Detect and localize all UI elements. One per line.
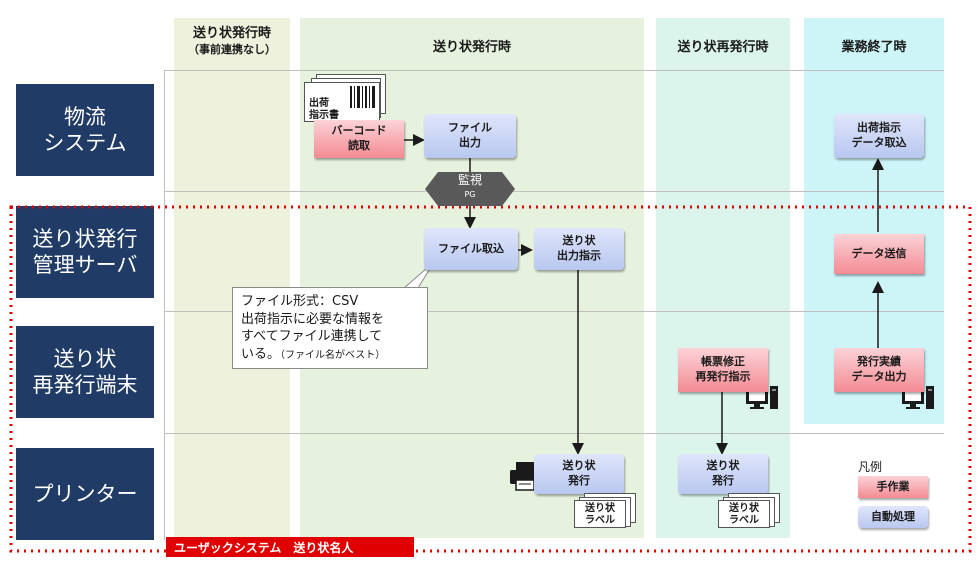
column-header-3-title: 送り状再発行時	[677, 40, 769, 55]
column-header-1-subtitle: （事前連携なし）	[188, 43, 276, 56]
callout-line-2: 出荷指示に必要な情報を	[241, 311, 385, 327]
column-header-4-title: 業務終了時	[841, 40, 907, 55]
callout-note-small: （ファイル名がベスト）	[280, 349, 386, 361]
computer-icon	[902, 386, 934, 409]
callout-line-1: ファイル形式：CSV	[241, 294, 359, 309]
legend-manual: 手作業	[858, 476, 928, 498]
lane-line-left	[164, 70, 165, 540]
monitor-hexagon	[425, 172, 515, 206]
legend-auto: 自動処理	[858, 506, 928, 528]
label-doc: 送り状 ラベル	[574, 500, 626, 528]
shipping-data-import-box: 出荷指示 データ取込	[834, 114, 924, 158]
print-instruction-box: 送り状 出力指示	[534, 228, 624, 270]
barcode-read-box: バーコード 読取	[314, 120, 404, 158]
data-send-box: データ送信	[834, 234, 924, 274]
lane-line-3	[164, 433, 944, 434]
computer-icon	[746, 386, 778, 409]
monitor-label: 監視 PG	[425, 172, 515, 202]
column-header-2-title: 送り状発行時	[432, 40, 511, 55]
column-header-2: 送り状発行時	[300, 36, 644, 55]
printer-icon	[510, 462, 540, 491]
lane-line-top	[164, 70, 944, 71]
column-header-1: 送り状発行時 （事前連携なし）	[174, 22, 290, 57]
lane-label-reissue-terminal: 送り状 再発行端末	[16, 326, 154, 418]
monitor-subtitle: PG	[464, 190, 476, 199]
lane-label-logistics: 物流 システム	[16, 84, 154, 176]
file-import-box: ファイル取込	[424, 228, 518, 270]
monitor-title: 監視	[457, 173, 482, 187]
callout-line-3: すべてファイル連携して	[241, 329, 383, 345]
lane-line-2	[164, 311, 944, 312]
column-header-3: 送り状再発行時	[656, 36, 790, 55]
callout-note: ファイル形式：CSV 出荷指示に必要な情報を すべてファイル連携して いる。（フ…	[232, 287, 428, 369]
print-label-box: 送り状 発行	[534, 454, 624, 494]
file-output-box: ファイル 出力	[424, 114, 516, 158]
reissue-print-box: 送り状 発行	[678, 454, 768, 494]
callout-line-4: いる。（ファイル名がベスト）	[241, 346, 419, 364]
reissue-label-doc: 送り状 ラベル	[718, 500, 770, 528]
footer-system-label: ユーザックシステム 送り状名人	[166, 537, 414, 557]
shipping-doc: 出荷 指示書	[304, 82, 380, 122]
shipping-doc-label: 出荷 指示書	[309, 98, 339, 121]
column-bg-1	[174, 18, 290, 538]
lane-line-1	[164, 191, 944, 192]
lane-label-printer: プリンター	[16, 448, 154, 540]
legend-title: 凡例	[858, 460, 883, 474]
column-header-1-title: 送り状発行時	[192, 26, 271, 41]
lane-label-server: 送り状発行 管理サーバ	[16, 206, 154, 298]
callout-line-4-text: いる。	[241, 346, 281, 362]
column-header-4: 業務終了時	[804, 36, 944, 55]
result-data-output-box: 発行実績 データ出力	[834, 348, 924, 392]
doc-fix-reissue-box: 帳票修正 再発行指示	[678, 348, 768, 392]
